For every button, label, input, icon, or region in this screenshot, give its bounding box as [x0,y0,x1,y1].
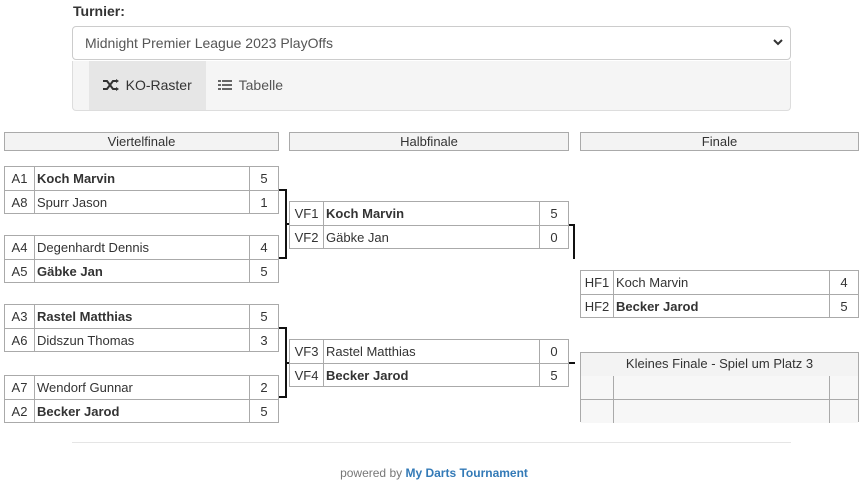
shuffle-icon [103,78,123,93]
player-name: Rastel Matthias [37,309,133,324]
third-place-row [581,376,858,400]
seed-label: A7 [5,376,35,399]
bracket-connector [279,189,287,191]
seed-label: A1 [5,167,35,190]
third-place-match: Kleines Finale - Spiel um Platz 3 [580,352,859,423]
bracket-connector [569,362,575,364]
column-header-semifinal: Halbfinale [289,132,569,151]
seed-label: HF2 [581,295,614,318]
bracket-connector [569,224,575,226]
seed-label: A4 [5,236,35,259]
player-score: 3 [249,329,278,352]
player-score: 5 [249,260,278,283]
bracket-connector [279,257,287,259]
player-name: Gäbke Jan [37,264,103,279]
seed-label: VF3 [290,340,324,363]
chevron-down-icon [772,27,784,72]
column-header-final: Finale [580,132,859,151]
player-name: Becker Jarod [37,404,120,419]
player-name: Koch Marvin [616,275,689,290]
footer-divider [72,442,791,443]
player-name: Didszun Thomas [37,333,135,348]
player-score: 5 [249,167,278,190]
player-name: Wendorf Gunnar [37,380,133,395]
footer-brand-link[interactable]: My Darts Tournament [405,466,528,480]
player-name: Spurr Jason [37,195,108,210]
view-tabs: KO-Raster Tabelle [72,61,791,111]
third-place-title: Kleines Finale - Spiel um Platz 3 [581,353,858,377]
footer-prefix: powered by [340,466,406,480]
player-score: 2 [249,376,278,399]
tournament-select[interactable]: Midnight Premier League 2023 PlayOffs [72,26,791,60]
seed-label: A3 [5,305,35,328]
third-place-row [581,400,858,423]
player-name: Becker Jarod [616,299,699,314]
seed-label: HF1 [581,271,614,294]
tournament-select-value: Midnight Premier League 2023 PlayOffs [85,35,333,51]
tab-ko-raster[interactable]: KO-Raster [89,61,206,110]
tab-tabelle[interactable]: Tabelle [204,61,297,110]
player-score: 4 [249,236,278,259]
bracket-connector [279,396,287,398]
player-score: 5 [539,364,568,387]
player-score: 5 [249,305,278,328]
player-score: 1 [249,191,278,214]
seed-label: VF1 [290,202,324,225]
list-icon [218,78,236,93]
bracket-connector [573,224,575,259]
column-header-quarterfinal: Viertelfinale [4,132,279,151]
player-score: 5 [539,202,568,225]
tab-ko-raster-label: KO-Raster [125,77,192,93]
player-score: 0 [539,226,568,249]
footer: powered by My Darts Tournament [0,466,868,480]
player-name: Becker Jarod [326,368,409,383]
bracket-connector [285,362,289,364]
player-name: Degenhardt Dennis [37,240,150,255]
bracket-connector [285,223,289,225]
player-score: 5 [829,295,858,318]
seed-label: A8 [5,191,35,214]
player-name: Rastel Matthias [326,344,416,359]
seed-label: A5 [5,260,35,283]
bracket-connector [573,362,575,364]
seed-label: A6 [5,329,35,352]
player-name: Gäbke Jan [326,230,389,245]
player-name: Koch Marvin [326,206,405,221]
player-score: 4 [829,271,858,294]
tournament-label: Turnier: [73,3,125,19]
seed-label: VF2 [290,226,324,249]
tab-tabelle-label: Tabelle [238,77,283,93]
bracket-connector [279,327,287,329]
player-score: 5 [249,400,278,423]
player-score: 0 [539,340,568,363]
seed-label: A2 [5,400,35,423]
seed-label: VF4 [290,364,324,387]
player-name: Koch Marvin [37,171,116,186]
